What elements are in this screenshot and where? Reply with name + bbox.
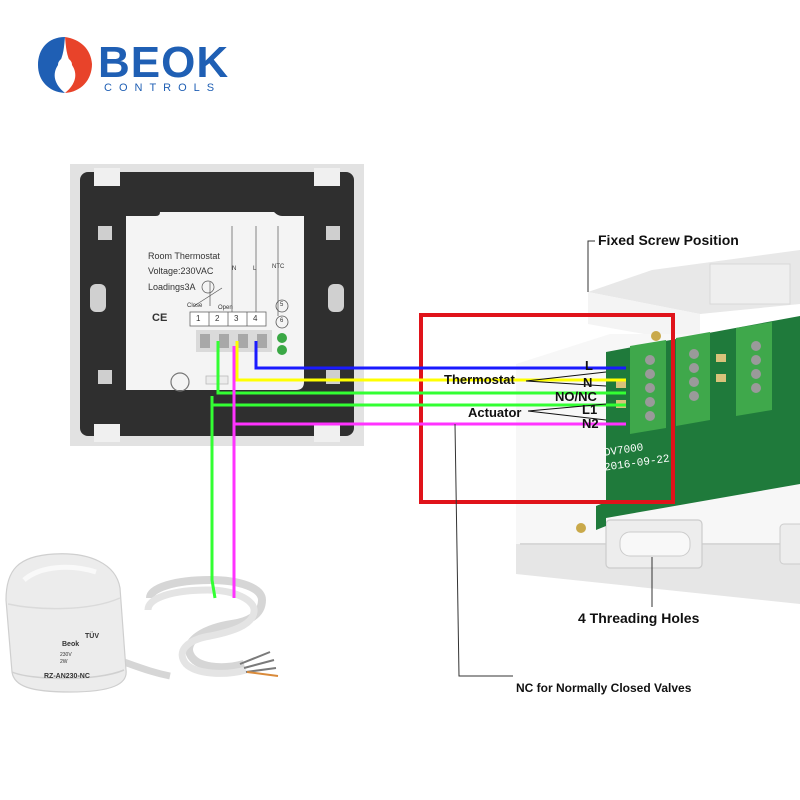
highlight-box <box>419 313 675 504</box>
wiring-hub-box <box>516 250 800 604</box>
terminal-number-2: 2 <box>215 314 220 323</box>
terminal-number-4: 4 <box>253 314 258 323</box>
actuator-cert: TÜV <box>85 633 99 640</box>
brand-subtitle: CONTROLS <box>104 82 222 94</box>
thermostat-voltage: Voltage:230VAC <box>148 266 214 276</box>
label-n: N <box>583 375 593 390</box>
wire-actuator-green <box>210 396 217 599</box>
terminal-number-1: 1 <box>196 314 201 323</box>
label-thermostat: Thermostat <box>444 372 515 387</box>
actuator-spec-power: 2W <box>60 659 68 665</box>
brand-name: BEOK <box>98 38 230 87</box>
beok-logo-icon <box>38 37 92 93</box>
ntc-number-6: 6 <box>280 318 284 324</box>
thermostat-back-panel <box>70 164 364 446</box>
terminal-label-n: N <box>232 266 237 272</box>
thermostat-title: Room Thermostat <box>148 251 220 261</box>
callout-nc-valves: NC for Normally Closed Valves <box>516 681 692 695</box>
wire-n <box>235 341 626 382</box>
label-n2: N2 <box>582 416 599 431</box>
callout-fixed-screw: Fixed Screw Position <box>598 232 739 248</box>
wire-l <box>254 341 626 370</box>
label-l1: L1 <box>582 402 598 417</box>
actuator-body <box>5 553 279 693</box>
wire-no-nc <box>216 341 626 395</box>
terminal-label-ntc: NTC <box>272 264 285 270</box>
screw-callout-line <box>587 240 595 292</box>
terminal-label-close: Close <box>187 303 203 309</box>
thermostat-loading: Loadings3A <box>148 282 196 292</box>
terminal-number-3: 3 <box>234 314 239 323</box>
terminal-label-l: L <box>253 266 257 272</box>
label-no-nc: NO/NC <box>555 389 597 404</box>
actuator-brand: Beok <box>62 641 80 648</box>
label-l: L <box>585 358 593 373</box>
nc-callout-line <box>454 423 513 677</box>
ce-mark: CE <box>152 312 168 324</box>
callout-threading-holes: 4 Threading Holes <box>578 610 700 626</box>
label-actuator: Actuator <box>468 405 522 420</box>
terminal-label-open: Open <box>218 305 233 311</box>
actuator-model: RZ-AN230-NC <box>44 673 90 680</box>
actuator-spec-voltage: 230V <box>60 652 72 658</box>
ntc-number-5: 5 <box>280 302 284 308</box>
